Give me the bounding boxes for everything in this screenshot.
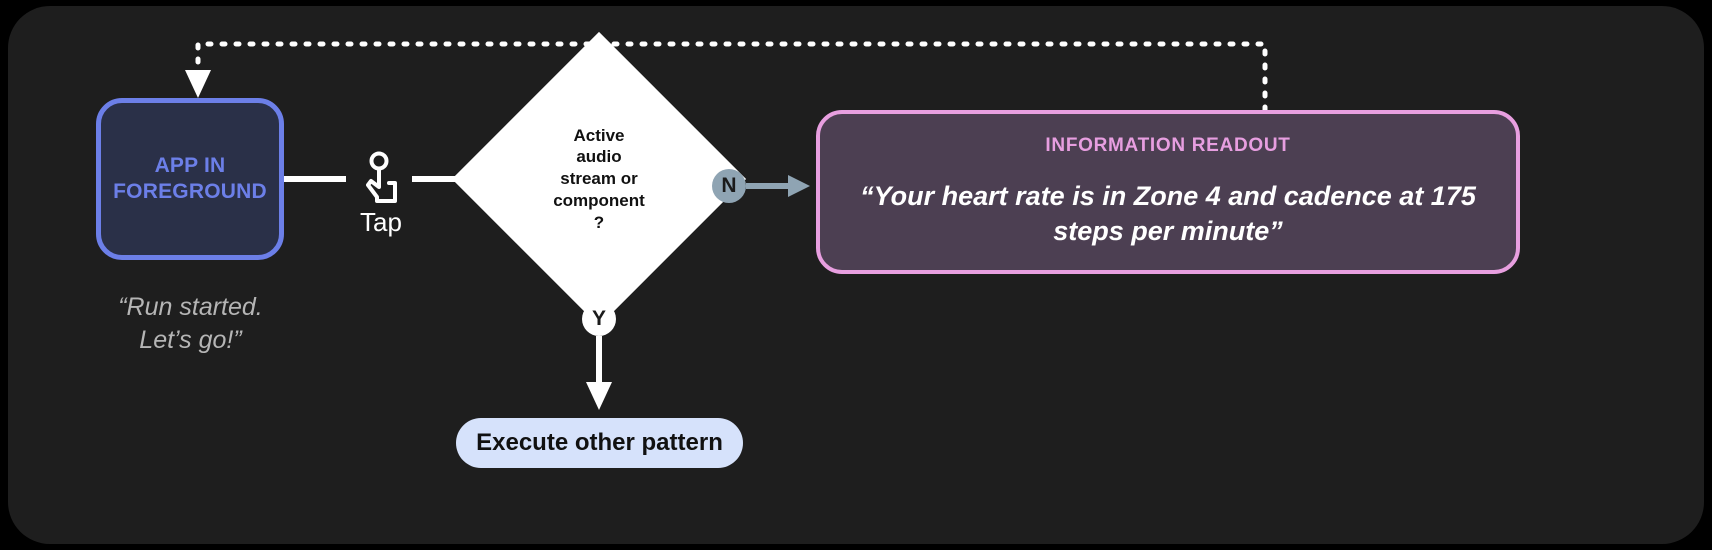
gesture-tap: Tap: [348, 151, 414, 235]
connector-feedback-loop: [195, 41, 1268, 113]
information-readout-title: INFORMATION READOUT: [1045, 134, 1291, 156]
node-decision-label: Active audio stream or component ?: [553, 125, 645, 232]
diagram-canvas: APP IN FOREGROUND “Run started. Let’s go…: [8, 6, 1704, 544]
node-app-in-foreground-label: APP IN FOREGROUND: [113, 153, 267, 203]
node-app-in-foreground[interactable]: APP IN FOREGROUND: [96, 98, 284, 260]
node-decision-audio-stream[interactable]: Active audio stream or component ?: [451, 31, 747, 327]
gesture-tap-label: Tap: [360, 207, 402, 237]
tap-gesture-icon: [366, 151, 397, 203]
node-execute-other-pattern[interactable]: Execute other pattern: [456, 418, 743, 468]
connector-layer: [185, 41, 1268, 410]
app-node-caption: “Run started. Let’s go!”: [118, 293, 263, 354]
arrowhead-yes-to-execute: [586, 382, 612, 410]
branch-badge-no[interactable]: N: [712, 169, 746, 203]
arrowhead-feedback-loop: [185, 70, 211, 98]
branch-badge-yes[interactable]: Y: [582, 302, 616, 336]
information-readout-body: “Your heart rate is in Zone 4 and cadenc…: [860, 180, 1476, 246]
arrowhead-no-to-readout: [788, 175, 810, 197]
panel-information-readout[interactable]: INFORMATION READOUT “Your heart rate is …: [816, 110, 1520, 274]
